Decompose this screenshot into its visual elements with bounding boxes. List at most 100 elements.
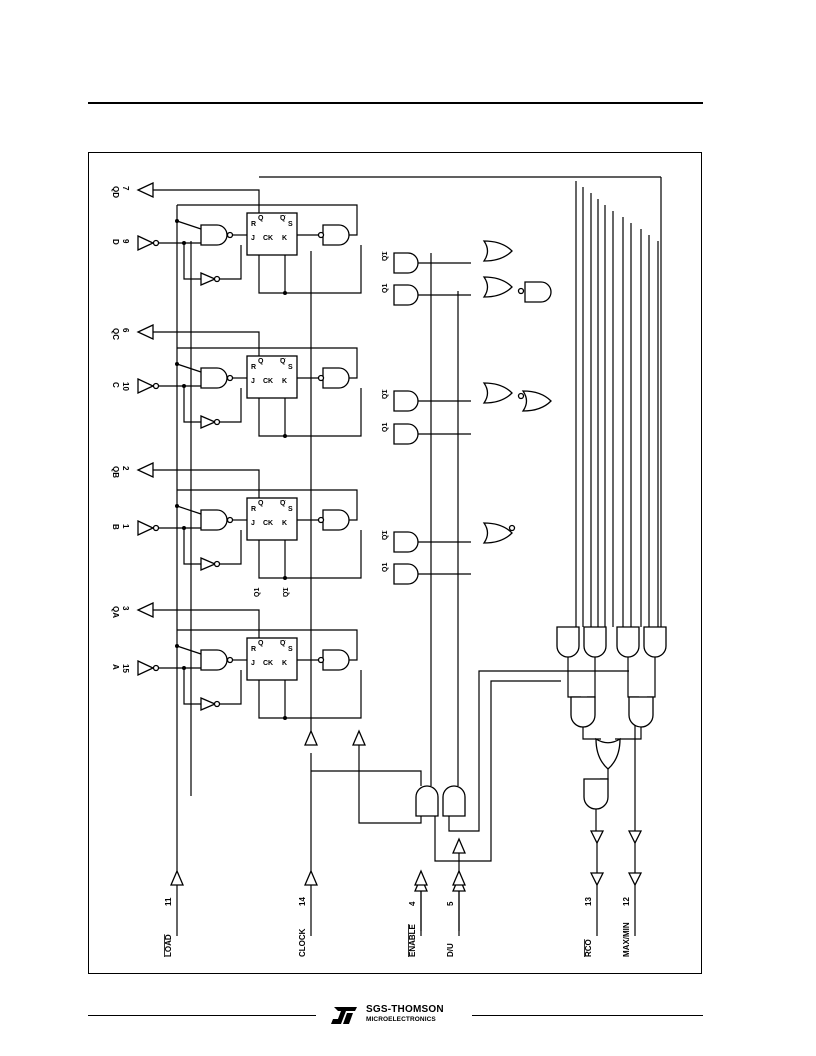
wire [219,388,242,423]
wire [258,670,362,719]
buffer [414,869,428,886]
wire [448,670,629,832]
ff-pin-ck: CK [263,235,273,242]
and-gate [200,224,228,246]
footer-rule-left [88,1015,316,1016]
brand-name: SGS-THOMSON [366,1004,444,1015]
output-pin: 6 [121,328,130,333]
input-pin: 1 [121,524,130,529]
and-gate [415,785,439,817]
ff-pin-qbar: Q [280,358,286,365]
ff-pin-qbar: Q [280,215,286,222]
ff-pin-k: K [282,378,287,385]
inverter-bubble [213,700,221,708]
and-gate [393,563,419,585]
wire [434,680,561,862]
inverter-bubble [226,374,234,382]
wire [258,530,362,579]
signal-rco: RCO [584,939,593,957]
wire [177,204,358,236]
junction-dot [175,644,179,648]
inverter-bubble [317,374,325,382]
and-gate [322,367,350,389]
wire [219,530,242,565]
buffer [137,519,155,537]
and-gate [556,626,580,658]
input-pin: 10 [121,382,130,391]
inverter-bubble [152,239,160,247]
inverter-bubble [517,287,525,295]
signal-pin-load: 11 [164,897,173,906]
wire [183,528,201,565]
signal-enable: ENABLE [408,923,417,957]
ff-pin-j: J [251,378,255,385]
junction-dot [175,362,179,366]
wire [258,388,362,437]
buffer [200,272,217,286]
inverter-bubble [213,275,221,283]
buffer [200,697,217,711]
and-gate [322,224,350,246]
output-label: QD [111,186,120,198]
buffer [137,377,155,395]
q1-label: Q1 [382,423,389,432]
buffer [304,729,318,746]
wire [176,363,202,373]
and-gate [524,281,552,303]
junction-dot [283,576,287,580]
or-gate [595,737,621,770]
and-gate [200,649,228,671]
wire [600,769,609,780]
inverter-bubble [317,231,325,239]
wire [587,657,596,698]
signal-pin-du: 5 [446,901,455,906]
buffer [627,830,643,845]
buffer [589,830,605,845]
or-gate [482,276,513,298]
ff-pin-r: R [251,646,256,653]
input-label: B [111,524,120,530]
input-label: A [111,664,120,670]
ff-pin-k: K [282,235,287,242]
wire [219,245,242,280]
inverter-bubble [517,392,525,400]
q1-label: Q1 [382,563,389,572]
and-gate [322,649,350,671]
wire [176,645,202,655]
output-pin: 3 [121,606,130,611]
wire [219,670,242,705]
wire [183,243,201,280]
output-label: QA [111,606,120,618]
flip-flop [246,497,298,541]
ff-pin-j: J [251,235,255,242]
junction-dot [182,526,186,530]
ff-pin-ck: CK [263,378,273,385]
buffer [136,601,154,619]
wire [615,727,642,740]
buffer [136,181,154,199]
brand-sub: MICROELECTRONICS [366,1016,436,1023]
st-logo: SGS-THOMSON MICROELECTRONICS [330,1004,465,1026]
header-rule [88,102,703,104]
ff-pin-qbar: Q [280,640,286,647]
junction-dot [283,291,287,295]
and-gate [643,626,667,658]
wire [582,727,601,740]
inverter-bubble [152,382,160,390]
inverter-bubble [508,524,516,532]
junction-dot [175,219,179,223]
and-gate [616,626,640,658]
and-gate [583,778,609,810]
buffer [170,869,184,886]
ff-pin-s: S [288,221,293,228]
output-pin: 2 [121,466,130,471]
junction-dot [182,666,186,670]
buffer [200,557,217,571]
ff-pin-s: S [288,646,293,653]
flip-flop [246,212,298,256]
output-label: QC [111,328,120,340]
inverter-bubble [226,516,234,524]
wire [153,469,260,498]
ff-pin-q: Q [258,215,264,222]
ff-pin-q: Q [258,358,264,365]
